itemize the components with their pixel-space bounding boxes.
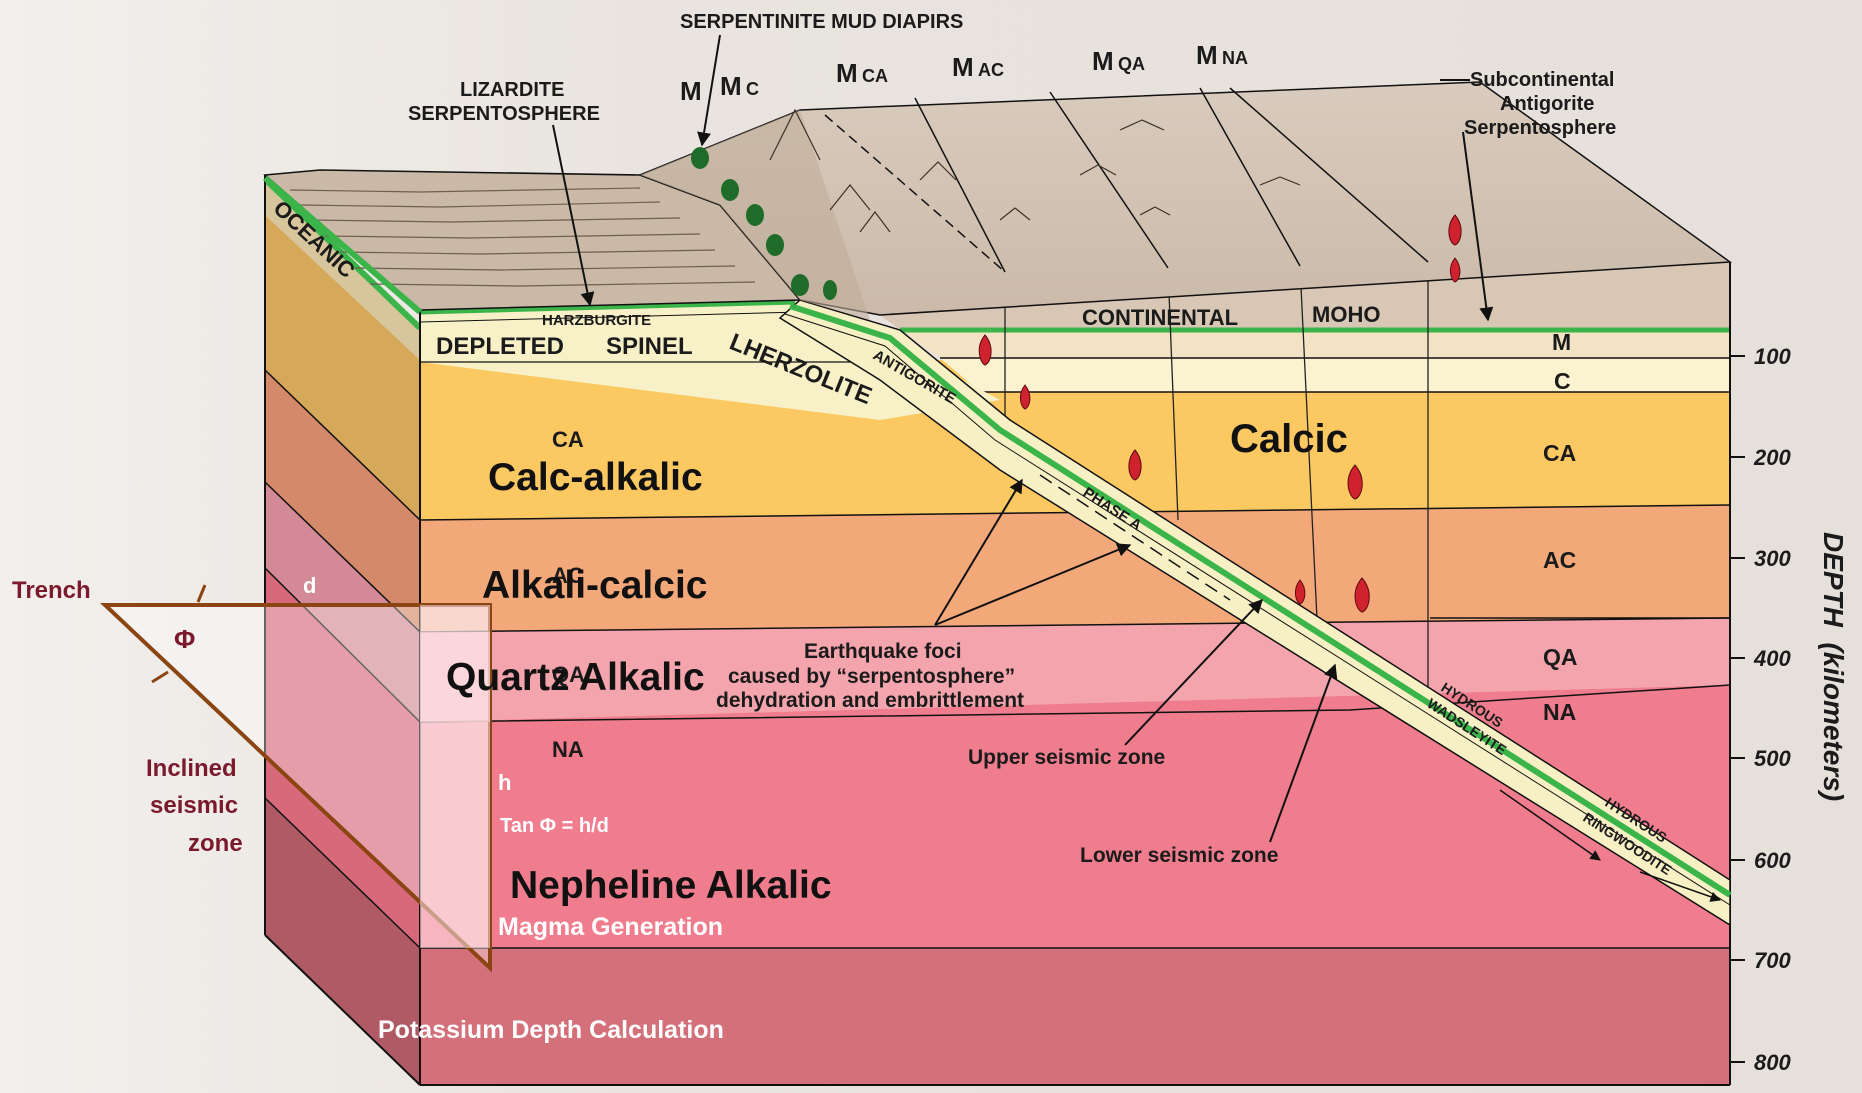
- mac-sub: AC: [978, 60, 1004, 80]
- eq-label-3: dehydration and embrittlement: [716, 689, 1024, 712]
- continental-label: CONTINENTAL: [1082, 305, 1238, 330]
- ca-small-label: CA: [552, 427, 584, 452]
- depleted-label: DEPLETED: [436, 333, 564, 360]
- depth-tick-200: 200: [1753, 445, 1791, 470]
- depth-ticks: [1730, 356, 1745, 1062]
- trench-label: Trench: [12, 577, 91, 604]
- lower-seismic-label: Lower seismic zone: [1080, 844, 1278, 867]
- right-label-qa: QA: [1543, 644, 1578, 670]
- depth-tick-100: 100: [1754, 344, 1791, 369]
- mca-sub: CA: [862, 66, 888, 86]
- depth-tick-300: 300: [1754, 546, 1791, 571]
- mna-main: M: [1196, 40, 1218, 70]
- alkali-calcic-label: Alkali-calcic: [482, 564, 707, 607]
- depth-axis-title: DEPTH (kilometers): [1818, 532, 1849, 801]
- nepheline-alkalic-label: Nepheline Alkalic: [510, 864, 832, 907]
- depth-tick-400: 400: [1753, 646, 1791, 671]
- eq-label-1: Earthquake foci: [804, 640, 962, 663]
- subcont-label-1: Subcontinental: [1470, 69, 1614, 91]
- eq-label-2: caused by “serpentosphere”: [728, 665, 1015, 688]
- lizardite-label-2: SERPENTOSPHERE: [408, 103, 600, 125]
- depth-tick-800: 800: [1754, 1050, 1791, 1075]
- m-label: M: [680, 76, 702, 106]
- subcont-label-2: Antigorite: [1500, 93, 1594, 115]
- formula-label: Tan Φ = h/d: [500, 815, 609, 837]
- inclined-label-2: seismic: [150, 792, 238, 819]
- right-label-ac: AC: [1543, 547, 1576, 573]
- mac-main: M: [952, 52, 974, 82]
- subcont-label-3: Serpentosphere: [1464, 117, 1616, 139]
- upper-seismic-label: Upper seismic zone: [968, 746, 1165, 769]
- depth-tick-600: 600: [1754, 848, 1791, 873]
- calcic-label: Calcic: [1230, 417, 1348, 461]
- right-label-m: M: [1552, 329, 1571, 355]
- mud-diapirs-label: SERPENTINITE MUD DIAPIRS: [680, 11, 963, 33]
- moho-label: MOHO: [1312, 302, 1380, 327]
- quartz-alkalic-label: Quartz Alkalic: [446, 656, 705, 699]
- lizardite-label-1: LIZARDITE: [460, 79, 564, 101]
- mna-sub: NA: [1222, 48, 1248, 68]
- na-zone: [420, 685, 1730, 948]
- h-label: h: [498, 770, 511, 795]
- right-label-ca: CA: [1543, 440, 1576, 466]
- inclined-label-3: zone: [188, 830, 243, 857]
- inclined-label-1: Inclined: [146, 755, 237, 782]
- na-small-label: NA: [552, 737, 584, 762]
- d-label: d: [303, 573, 316, 598]
- depth-tick-500: 500: [1754, 746, 1791, 771]
- mc-main: M: [720, 71, 742, 101]
- right-label-na: NA: [1543, 699, 1576, 725]
- mc-sub: C: [746, 79, 759, 99]
- mca-main: M: [836, 58, 858, 88]
- magma-generation-label: Magma Generation: [498, 913, 723, 941]
- calc-alkalic-label: Calc-alkalic: [488, 456, 703, 499]
- spinel-label: SPINEL: [606, 333, 693, 360]
- mqa-sub: QA: [1118, 54, 1145, 74]
- harzburgite-label: HARZBURGITE: [542, 312, 651, 329]
- phi-label: Φ: [174, 624, 195, 654]
- depth-tick-700: 700: [1754, 948, 1791, 973]
- potassium-label: Potassium Depth Calculation: [378, 1016, 724, 1044]
- mqa-main: M: [1092, 46, 1114, 76]
- right-label-c: C: [1554, 368, 1571, 394]
